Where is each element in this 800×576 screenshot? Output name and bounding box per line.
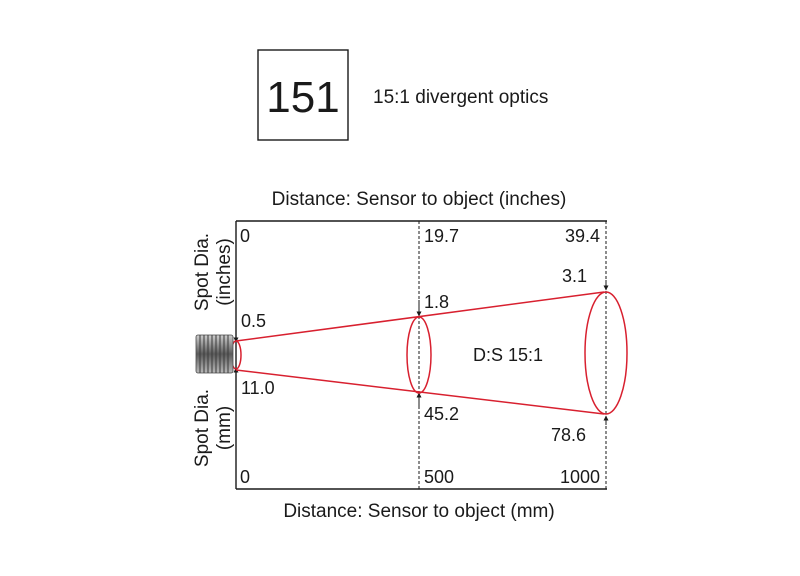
top-axis-title: Distance: Sensor to object (inches): [272, 189, 567, 210]
threaded-sensor-head-icon: [195, 334, 234, 374]
model-code: 151: [266, 73, 339, 122]
spot-inch-0-5: 0.5: [241, 311, 266, 331]
spot-inch-3-1: 3.1: [562, 266, 587, 286]
left-bottom-axis-title: Spot Dia. (mm): [192, 389, 235, 467]
distance-mm-1000: 1000: [560, 467, 600, 487]
svg-text:Spot Dia.: Spot Dia.: [192, 233, 213, 311]
spot-mm-11-0: 11.0: [241, 378, 275, 398]
spot-mm-45-2: 45.2: [424, 404, 459, 424]
spot-ellipse-far: [584, 291, 628, 415]
optics-label: 15:1 divergent optics: [373, 87, 548, 108]
svg-text:(inches): (inches): [214, 238, 235, 306]
spot-mm-78-6: 78.6: [551, 425, 586, 445]
distance-mm-0: 0: [240, 467, 250, 487]
bottom-axis-title: Distance: Sensor to object (mm): [283, 501, 554, 522]
left-top-axis-title: Spot Dia. (inches): [192, 233, 235, 311]
beam-lower-edge: [235, 369, 605, 415]
beam-cone: [230, 291, 628, 415]
spot-inch-1-8: 1.8: [424, 292, 449, 312]
distance-inch-19-7: 19.7: [424, 226, 459, 246]
ratio-label: D:S 15:1: [473, 345, 543, 365]
svg-text:(mm): (mm): [214, 406, 235, 450]
distance-mm-500: 500: [424, 467, 454, 487]
svg-text:Spot Dia.: Spot Dia.: [192, 389, 213, 467]
model-code-box: [257, 49, 349, 141]
distance-inch-0: 0: [240, 226, 250, 246]
spot-ellipse-mid: [406, 316, 432, 394]
distance-inch-39-4: 39.4: [565, 226, 600, 246]
